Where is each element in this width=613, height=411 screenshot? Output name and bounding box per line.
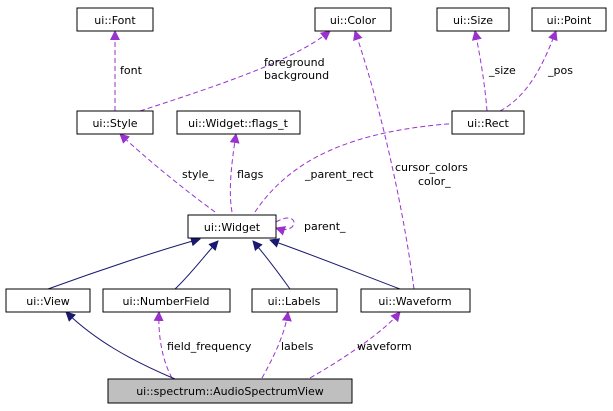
label-size: _size: [488, 64, 516, 77]
node-label: ui::Size: [453, 14, 493, 27]
node-ui-numberfield[interactable]: ui::NumberField: [102, 288, 231, 313]
edge-asv-view: [65, 311, 176, 380]
node-label: ui::Font: [94, 14, 136, 27]
node-label: ui::spectrum::AudioSpectrumView: [136, 385, 324, 398]
node-label: ui::Widget: [204, 221, 261, 234]
label-labels: labels: [281, 340, 314, 353]
node-ui-color[interactable]: ui::Color: [314, 7, 392, 32]
label-flags: flags: [237, 168, 264, 181]
label-field-frequency: field_frequency: [167, 340, 252, 353]
node-ui-size[interactable]: ui::Size: [436, 7, 510, 32]
label-parent: parent_: [304, 220, 346, 233]
label-color: color_: [418, 175, 451, 188]
label-pos: _pos: [547, 64, 573, 77]
node-ui-labels[interactable]: ui::Labels: [251, 288, 338, 313]
node-label: ui::Waveform: [378, 295, 451, 308]
node-label: ui::Point: [547, 14, 592, 27]
edge-rect-size: [471, 30, 488, 112]
node-label: ui::Widget::flags_t: [188, 117, 288, 130]
edge-widget-rect: [254, 118, 462, 213]
edge-widget-parent: [275, 217, 295, 236]
label-parent-rect: _parent_rect: [304, 168, 374, 181]
node-label: ui::Labels: [268, 295, 321, 308]
node-ui-view[interactable]: ui::View: [5, 288, 91, 313]
node-ui-font[interactable]: ui::Font: [76, 7, 154, 32]
usage-edges: [110, 30, 558, 379]
node-label: ui::Color: [330, 14, 377, 27]
edge-waveform-color: [353, 30, 415, 290]
node-ui-spectrum-audiospectrumview[interactable]: ui::spectrum::AudioSpectrumView: [107, 378, 353, 404]
label-font: font: [120, 64, 143, 77]
edge-labels-widget: [252, 240, 291, 290]
label-waveform: waveform: [357, 340, 412, 353]
node-label: ui::Rect: [467, 117, 509, 130]
edge-widget-flags: [229, 133, 240, 213]
edge-rect-point: [499, 30, 558, 112]
edge-asv-numberfield: [153, 311, 173, 379]
node-ui-waveform[interactable]: ui::Waveform: [360, 288, 471, 313]
edge-labels: font foreground background _size _pos st…: [120, 56, 573, 353]
node-ui-widget-flags-t[interactable]: ui::Widget::flags_t: [176, 110, 301, 135]
node-label: ui::NumberField: [122, 295, 209, 308]
edge-view-widget: [47, 236, 201, 290]
node-ui-rect[interactable]: ui::Rect: [451, 110, 525, 135]
edge-waveform-widget: [269, 238, 401, 290]
node-ui-widget[interactable]: ui::Widget: [187, 214, 277, 239]
node-ui-point[interactable]: ui::Point: [531, 7, 607, 32]
edge-asv-waveform: [309, 311, 401, 379]
label-background: background: [264, 69, 329, 82]
edge-asv-labels: [261, 311, 292, 379]
node-label: ui::Style: [92, 117, 137, 130]
label-cursor-colors: cursor_colors: [395, 161, 468, 174]
edge-widget-style: [119, 133, 216, 213]
label-foreground: foreground: [264, 56, 325, 69]
edge-numberfield-widget: [174, 240, 219, 290]
inheritance-edges: [47, 236, 401, 380]
node-label: ui::View: [26, 295, 70, 308]
node-ui-style[interactable]: ui::Style: [76, 110, 154, 135]
label-style: style_: [182, 168, 214, 181]
